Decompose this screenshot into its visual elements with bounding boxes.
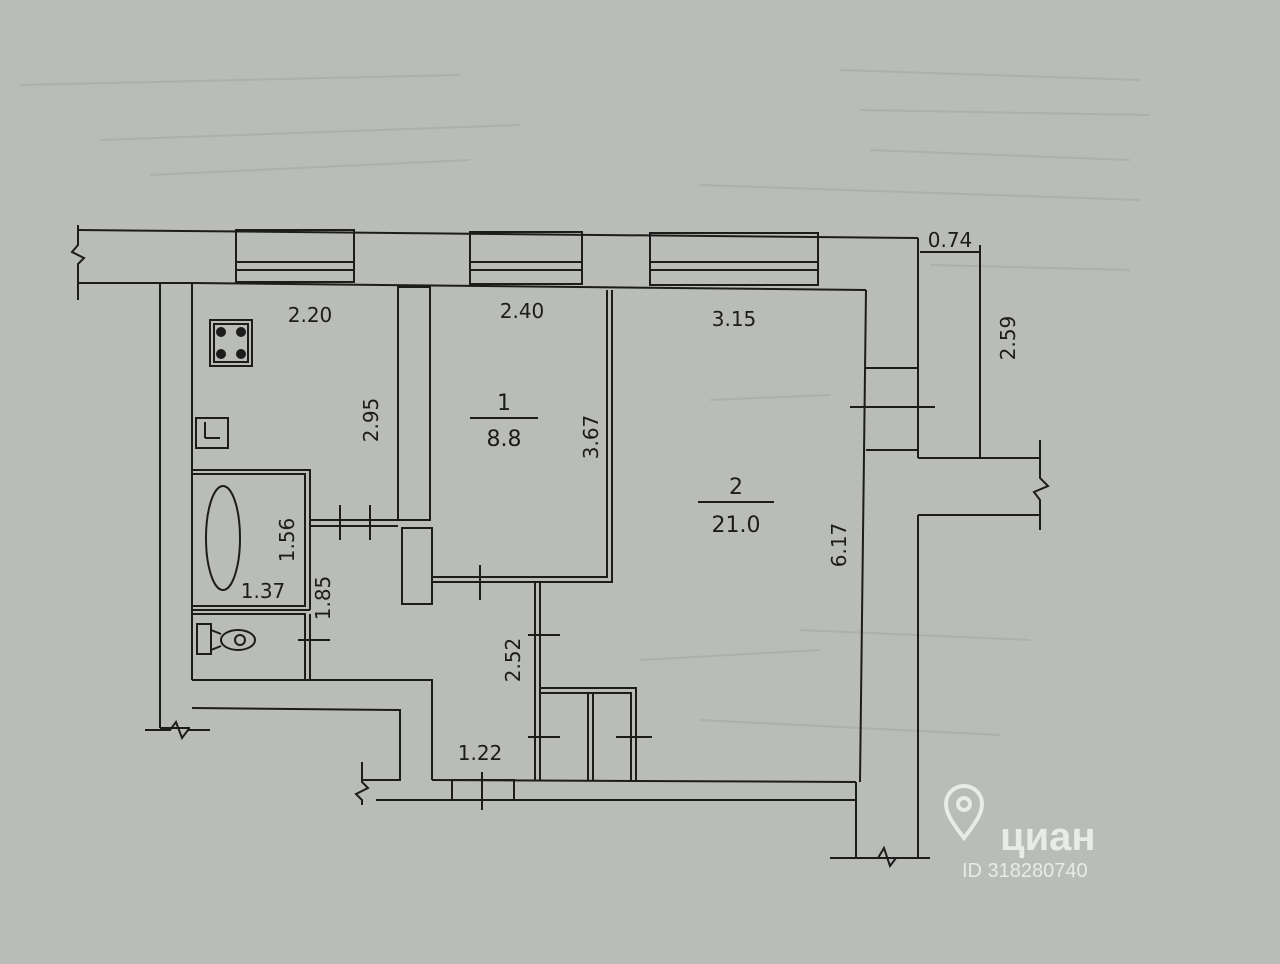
- room-1-area: 8.8: [487, 427, 522, 452]
- bath-length-label: 1.56: [275, 518, 299, 563]
- watermark-brand: циан: [1000, 815, 1096, 859]
- stove-icon: [209, 319, 253, 367]
- room-2-width-label: 3.15: [712, 307, 757, 331]
- door-marks: [298, 406, 935, 810]
- kitchen-length-label: 2.95: [359, 398, 383, 443]
- hall-width-label: 1.22: [458, 741, 503, 765]
- break-marks: [70, 225, 1050, 869]
- hall-length-label: 2.52: [501, 638, 525, 683]
- room-2-length-label: 6.17: [827, 523, 851, 568]
- toilet-icon: [196, 623, 256, 655]
- balcony-length-label: 2.59: [996, 316, 1020, 361]
- watermark: циан ID 318280740: [943, 784, 1096, 882]
- room-2-number: 2: [729, 475, 743, 500]
- watermark-listing-id: ID 318280740: [962, 860, 1088, 882]
- room-1-width-label: 2.40: [500, 299, 545, 323]
- paper-texture: [19, 69, 1151, 736]
- kitchen-width-label: 2.20: [288, 303, 333, 327]
- sink-icon: [195, 417, 229, 449]
- walls: [77, 229, 1040, 859]
- bath-width-label: 1.37: [241, 579, 286, 603]
- location-pin-icon: [943, 784, 985, 842]
- bathtub-icon: [205, 485, 241, 591]
- room-1-length-label: 3.67: [579, 415, 603, 460]
- balcony-width-label: 0.74: [928, 228, 973, 252]
- room-2-area: 21.0: [712, 513, 761, 538]
- wc-length-label: 1.85: [311, 576, 335, 621]
- room-1-number: 1: [497, 391, 511, 416]
